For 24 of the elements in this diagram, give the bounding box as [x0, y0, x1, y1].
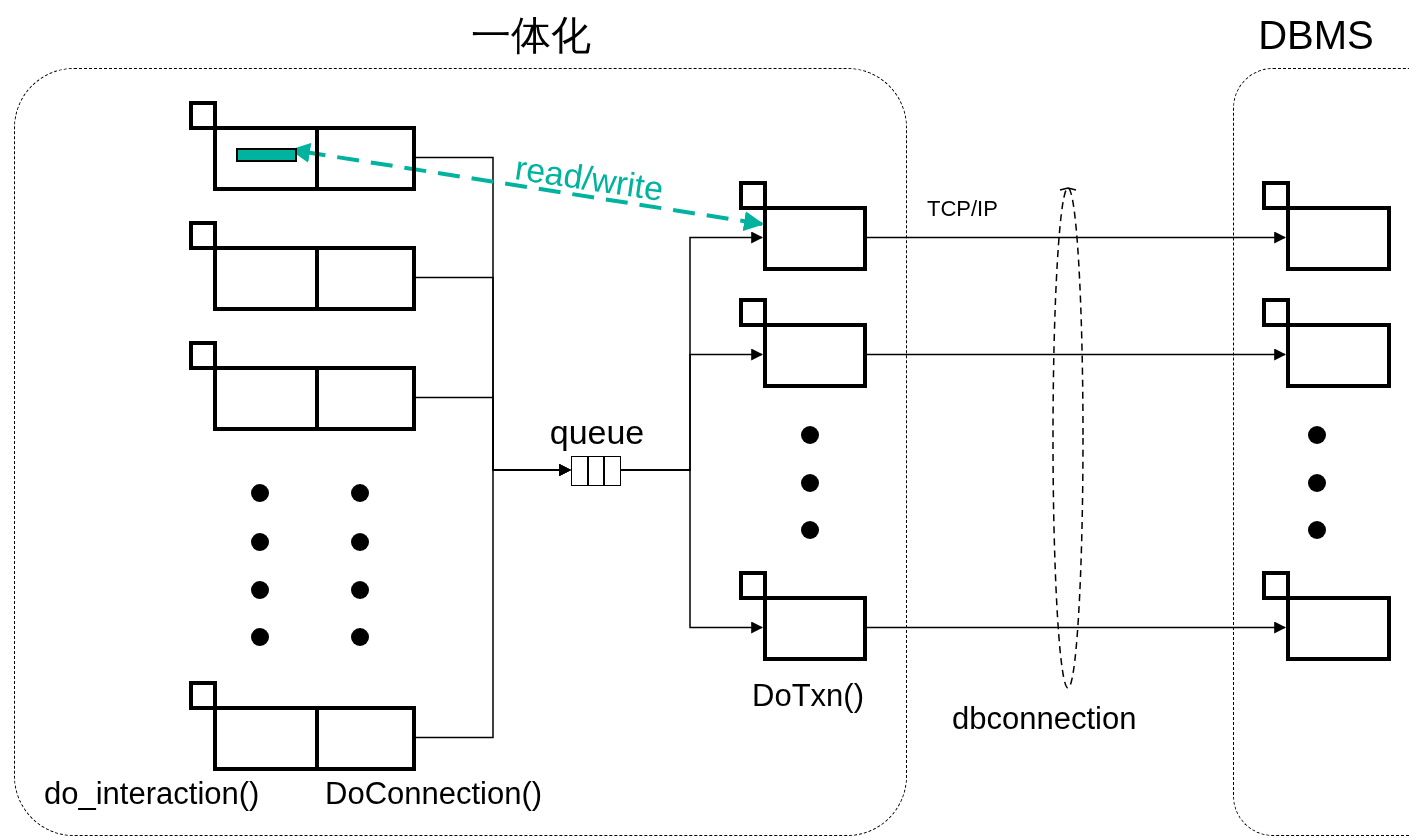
- arrow: [865, 621, 1287, 634]
- arrow: [619, 469, 764, 634]
- queue-label: queue: [549, 415, 645, 449]
- function-label: DoConnection(): [325, 778, 543, 809]
- thread-box: [1286, 323, 1391, 388]
- data-bar: [236, 148, 297, 162]
- function-label: dbconnection: [952, 703, 1137, 734]
- arrow: [865, 231, 1287, 244]
- thread-box: [213, 246, 416, 311]
- group-title: 一体化: [471, 15, 591, 55]
- thread-box: [1286, 596, 1391, 661]
- group-title: DBMS: [1258, 15, 1374, 55]
- function-label: do_interaction(): [44, 778, 260, 809]
- thread-box: [1286, 206, 1391, 271]
- arrow: [865, 348, 1287, 361]
- thread-box: [213, 126, 416, 191]
- thread-box: [763, 323, 867, 388]
- function-label: DoTxn(): [752, 680, 864, 711]
- thread-box: [763, 596, 867, 661]
- arrow: [414, 464, 572, 739]
- thread-box: [213, 366, 416, 431]
- edge-label: read/write: [511, 150, 667, 207]
- thread-box: [213, 706, 416, 771]
- thread-box: [763, 206, 867, 271]
